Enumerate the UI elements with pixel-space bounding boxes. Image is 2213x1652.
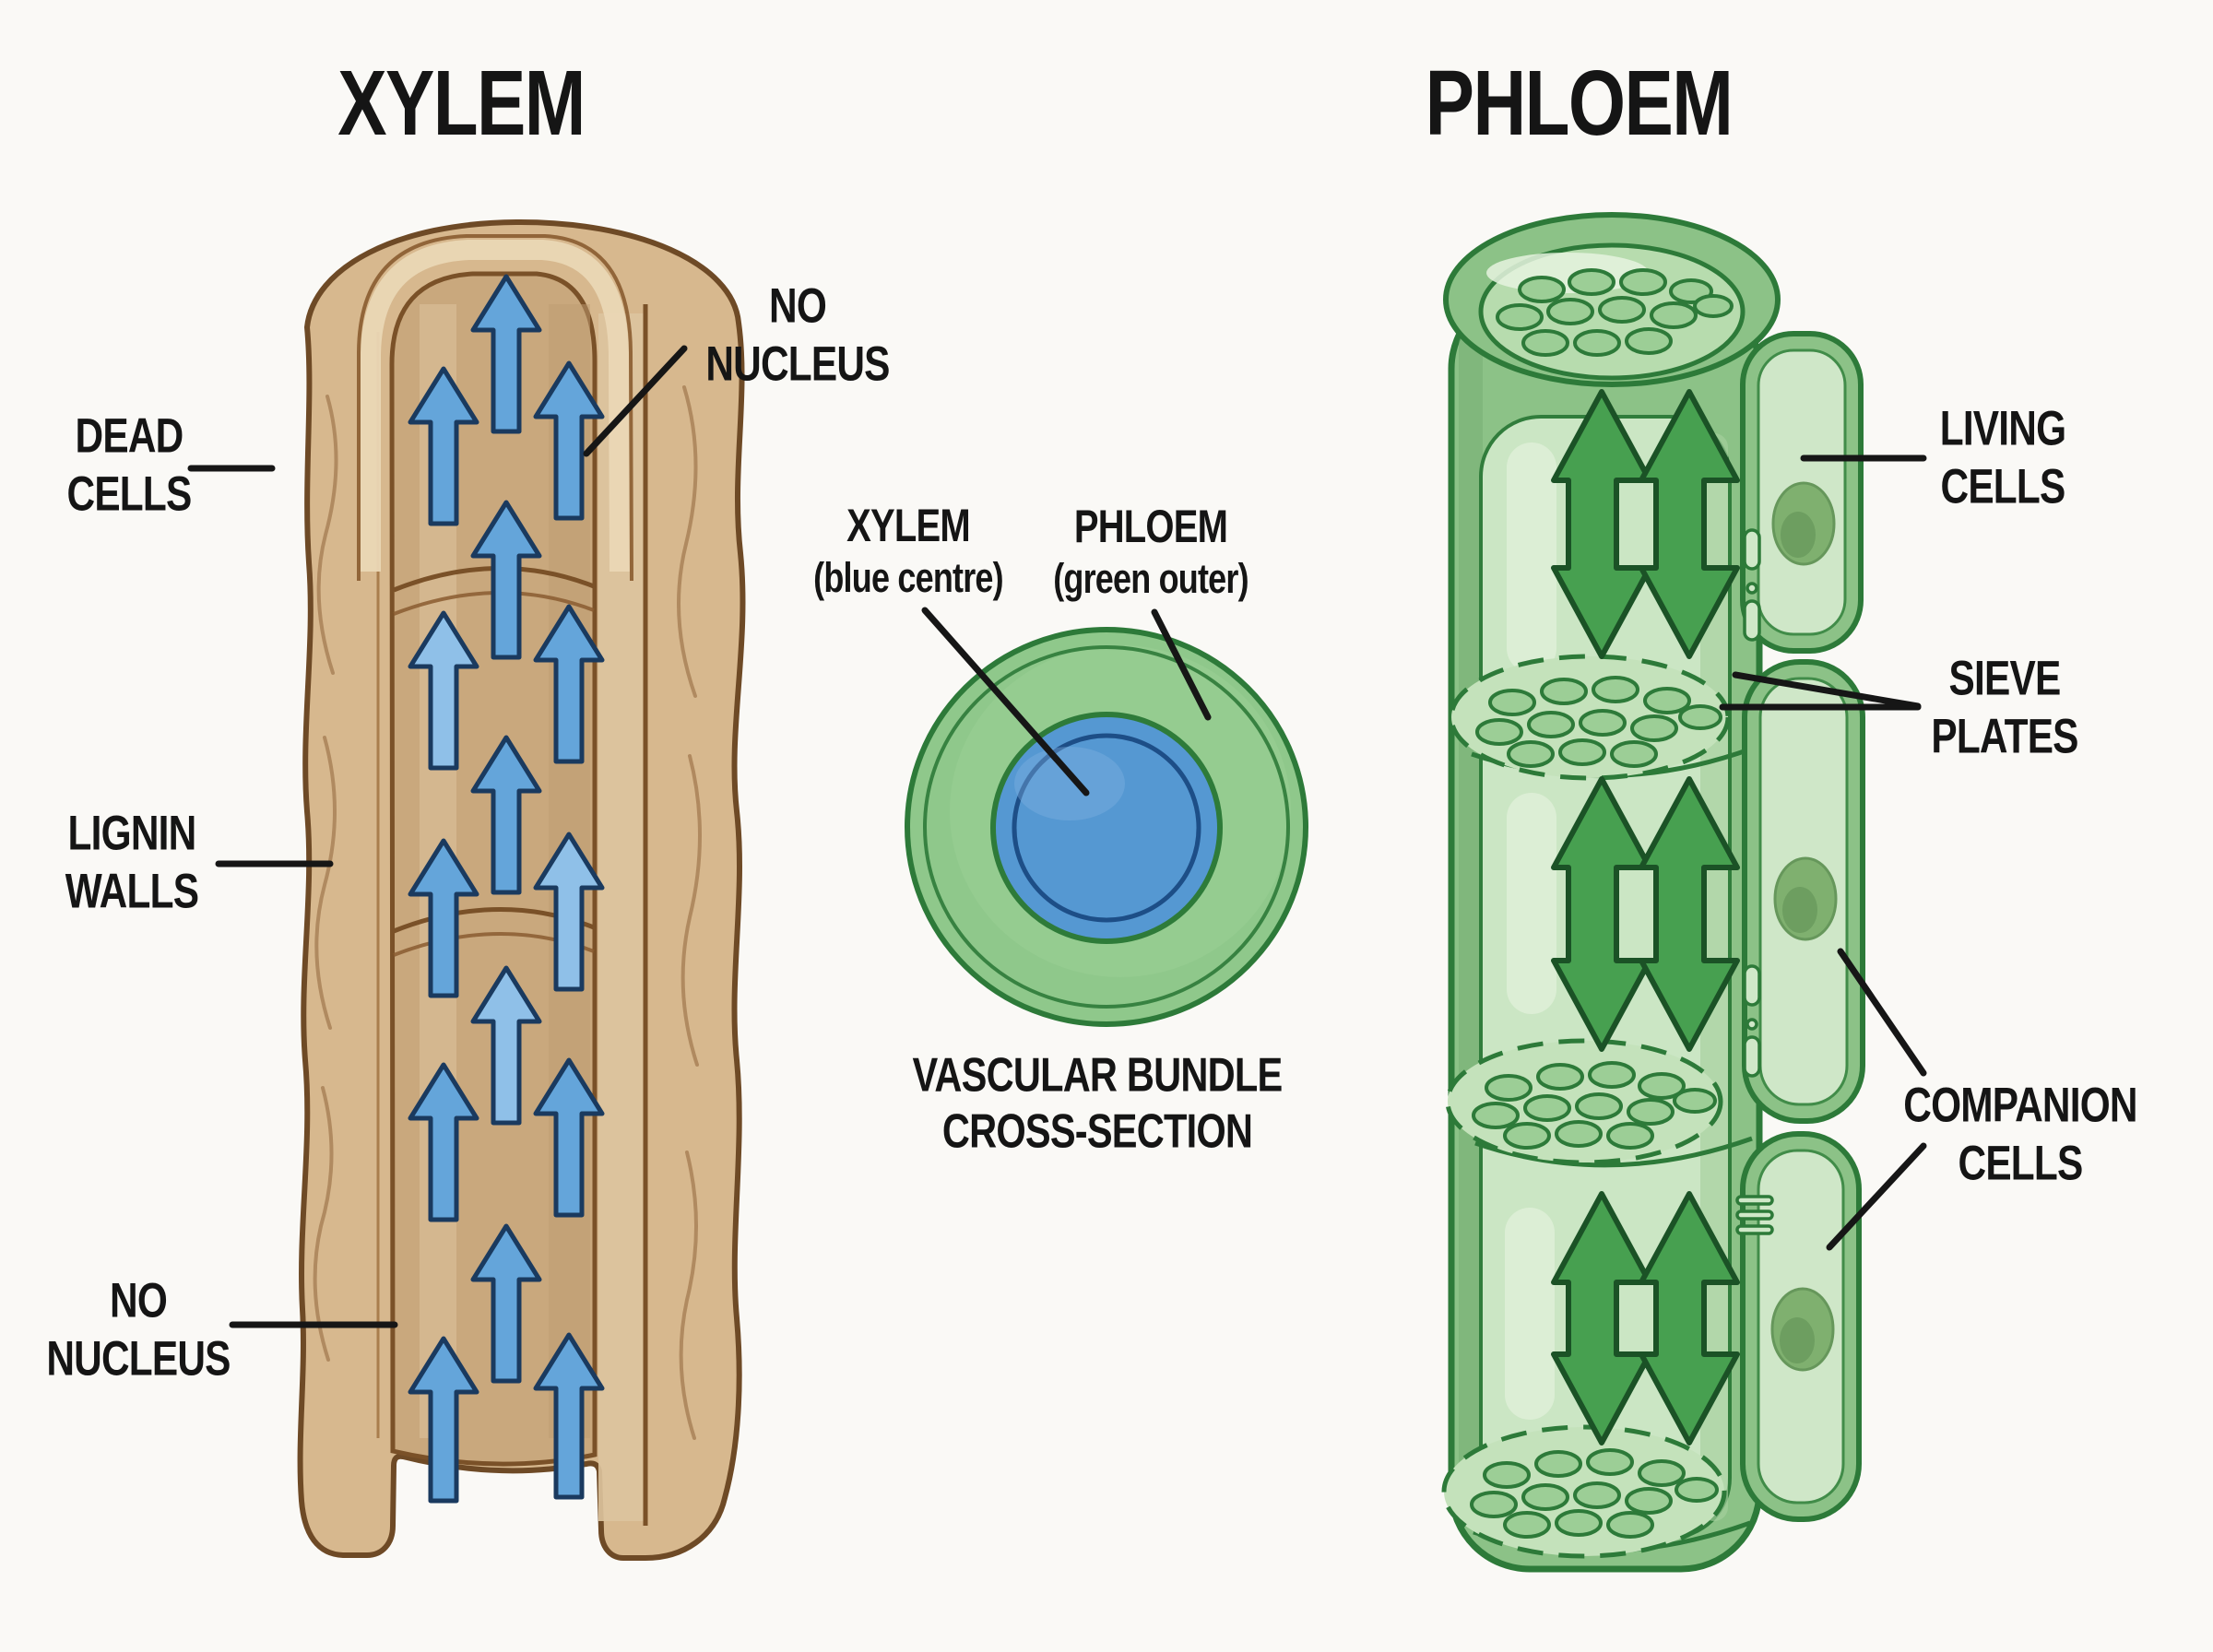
label-line: (blue centre)	[813, 553, 1003, 601]
sap-two-way-arrow-icon	[1551, 776, 1652, 1052]
label-line: SIEVE	[1948, 651, 2062, 706]
phloem-tube-illustration	[1441, 212, 1865, 1573]
cross-section-xylem-core	[990, 712, 1223, 944]
sieve-plate-mid-2	[1445, 1038, 1723, 1165]
label-dead-cells: DEAD CELLS	[66, 407, 193, 523]
label-line: NUCLEUS	[705, 336, 890, 391]
water-up-arrow-icon	[533, 1332, 605, 1500]
cross-section-xylem-ring-line	[1012, 733, 1201, 923]
label-lignin-walls: LIGNIN WALLS	[65, 805, 199, 920]
nucleolus	[1782, 887, 1817, 933]
sap-two-way-arrow-icon	[1639, 389, 1740, 659]
xylem-rim-line	[357, 234, 633, 582]
leader-sieve-plates-a	[1732, 671, 1922, 710]
label-line: CELLS	[1958, 1136, 2084, 1190]
phloem-lumen-highlights	[1505, 442, 1556, 1420]
label-line: NUCLEUS	[46, 1331, 231, 1386]
sap-two-way-arrow-icon	[1551, 1191, 1652, 1446]
sieve-plate-pores	[1496, 268, 1734, 357]
label-line: CELLS	[66, 466, 193, 521]
xylem-vessel-illustration	[297, 218, 746, 1561]
leader-xylem-centre	[921, 607, 1090, 796]
companion-cell-column	[1735, 331, 1865, 1522]
sieve-plate-mid-1	[1449, 654, 1731, 781]
phloem-sap-flow-arrows	[1551, 389, 1740, 1446]
label-line: NO	[110, 1273, 168, 1328]
label-line: (green outer)	[1053, 554, 1249, 602]
sap-two-way-arrow-icon	[1639, 776, 1740, 1052]
label-no-nucleus-bottom: NO NUCLEUS	[46, 1272, 231, 1387]
label-line: PHLOEM	[1073, 500, 1228, 552]
label-line: LIVING	[1939, 401, 2066, 456]
leader-companion-a	[1837, 948, 1927, 1077]
label-line: CELLS	[1940, 459, 2066, 513]
label-cs-phloem: PHLOEM (green outer)	[1053, 500, 1249, 603]
leader-lines	[187, 345, 1927, 1328]
page-title-phloem: PHLOEM	[1425, 52, 1734, 155]
water-up-arrow-icon	[408, 1336, 479, 1504]
cross-section-illustration	[905, 627, 1308, 1027]
cross-section-inner-ring-line	[923, 645, 1290, 1009]
xylem-rim-highlight	[361, 240, 630, 572]
leader-no-nucleus-top	[583, 345, 688, 457]
label-cs-xylem: XYLEM (blue centre)	[813, 499, 1003, 602]
leader-companion-b	[1826, 1142, 1927, 1251]
plasmodesmata	[1735, 528, 1774, 1235]
label-line: COMPANION	[1903, 1078, 2137, 1133]
sieve-plate-bottom	[1441, 1424, 1727, 1559]
phloem-top-opening	[1443, 212, 1781, 387]
label-line: LIGNIN	[67, 806, 197, 861]
label-line: XYLEM	[846, 499, 971, 551]
xylem-water-flow-arrows	[408, 277, 605, 1504]
label-line: NO	[769, 278, 827, 334]
nucleolus	[1780, 1317, 1815, 1363]
sieve-plate-pores	[1475, 676, 1722, 768]
cross-section-highlight	[1014, 747, 1125, 820]
label-companion-cells: COMPANION CELLS	[1903, 1077, 2137, 1192]
sap-two-way-arrow-icon	[1639, 1191, 1740, 1446]
nucleolus	[1781, 512, 1816, 558]
page-title-xylem: XYLEM	[337, 52, 586, 155]
label-living-cells: LIVING CELLS	[1940, 400, 2066, 515]
phloem-left-shade	[1459, 332, 1483, 1521]
label-line: DEAD	[75, 408, 184, 464]
sap-two-way-arrow-icon	[1551, 389, 1652, 659]
caption-line: VASCULAR BUNDLE	[912, 1048, 1284, 1103]
caption-cross-section: VASCULAR BUNDLE CROSS-SECTION	[912, 1048, 1284, 1162]
label-no-nucleus-top: NO NUCLEUS	[705, 277, 890, 393]
label-line: PLATES	[1931, 709, 2078, 763]
sieve-plate-pores	[1470, 1448, 1719, 1539]
label-line: WALLS	[65, 864, 199, 918]
xylem-wall-texture	[313, 385, 702, 1440]
caption-line: CROSS-SECTION	[941, 1105, 1253, 1159]
label-sieve-plates: SIEVE PLATES	[1931, 650, 2078, 765]
leader-phloem-outer	[1151, 608, 1212, 721]
sieve-plate-pores	[1472, 1061, 1717, 1150]
